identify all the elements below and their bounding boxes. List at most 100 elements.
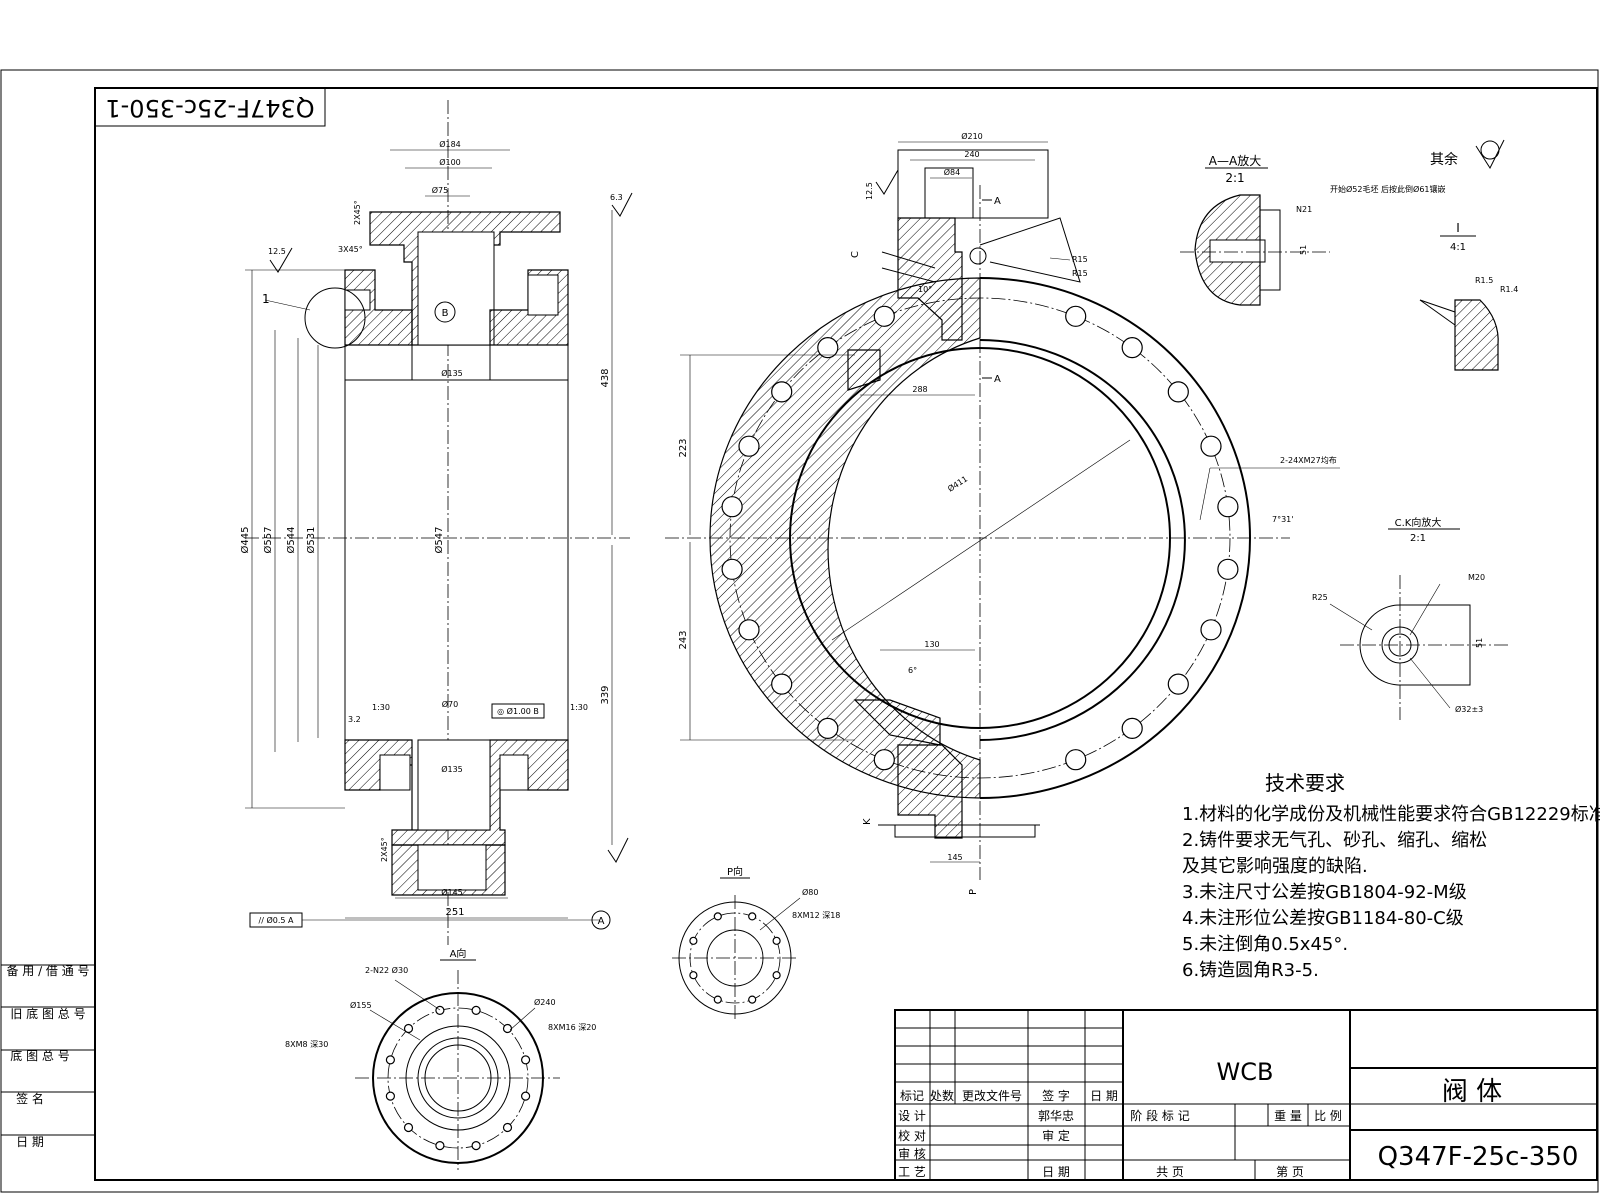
bolt-hole (1217, 496, 1239, 518)
tb-weight: 重 量 (1274, 1109, 1302, 1123)
bolt-hole (520, 1055, 531, 1065)
bolt-hole (385, 1091, 395, 1101)
bolt-hole (748, 995, 757, 1004)
tb-material: WCB (1217, 1058, 1274, 1086)
dim-240: 240 (964, 150, 979, 159)
dim-chamfer-3x45: 3X45° (338, 245, 363, 254)
bolt-hole (738, 435, 760, 457)
dim-130: 130 (924, 640, 939, 649)
view-marker-c: C (850, 251, 861, 258)
bolt-hole (721, 558, 743, 580)
detail-i-scale: 4:1 (1450, 242, 1466, 253)
strip-row-3: 底 图 总 号 (10, 1048, 69, 1063)
dim-r15b: R15 (1072, 269, 1088, 278)
roughness-value: 12.5 (865, 182, 874, 200)
bolt-hole (771, 673, 793, 695)
dim-d51: 51 (1299, 245, 1308, 255)
datum-a: A (598, 916, 605, 927)
gdt-coaxial: ◎ Ø1.00 B (497, 706, 539, 716)
dim-251: 251 (445, 907, 464, 918)
dim-angle6: 6° (908, 666, 917, 675)
bolt-hole (771, 381, 793, 403)
detail-aa-title: A—A放大 (1209, 153, 1261, 168)
tb-total-pages: 共 页 (1156, 1165, 1184, 1179)
bolt-hole (713, 912, 722, 921)
bolt-hole (713, 995, 722, 1004)
dim-r1-4: R1.4 (1500, 285, 1518, 294)
tb-drawing-number: Q347F-25c-350 (1378, 1142, 1579, 1172)
tb-scale: 比 例 (1314, 1109, 1342, 1123)
left-revision-strip: 备 用 ∕ 借 通 号 旧 底 图 总 号 底 图 总 号 签 名 日 期 (1, 964, 95, 1149)
bolt-hole (435, 1140, 445, 1151)
dim-r15a: R15 (1072, 255, 1088, 264)
dim-d32: Ø32±3 (1455, 704, 1483, 714)
roughness-value: 3.2 (348, 715, 361, 724)
strip-row-4: 签 名 (16, 1091, 44, 1106)
tech-req-3: 及其它影响强度的缺陷. (1182, 856, 1368, 877)
dim-d70: Ø70 (442, 699, 458, 709)
bolt-hole (520, 1091, 531, 1101)
bolt-hole (738, 619, 760, 641)
dim-288: 288 (912, 385, 927, 394)
bolt-hole (1200, 619, 1222, 641)
tech-req-2: 2.铸件要求无气孔、砂孔、缩孔、缩松 (1182, 830, 1487, 851)
dim-2-n22: 2-N22 Ø30 (365, 965, 408, 975)
dim-8xm16: 8XM16 深20 (548, 1023, 596, 1032)
tb-stage-mark: 阶 段 标 记 (1130, 1108, 1189, 1123)
dim-n21: N21 (1296, 205, 1312, 214)
bolt-hole (772, 936, 781, 945)
dim-slope-right: 1:30 (570, 703, 588, 712)
bolt-hole (1065, 305, 1087, 327)
tb-process: 工 艺 (898, 1165, 926, 1179)
tech-req-6: 5.未注倒角0.5x45°. (1182, 934, 1348, 955)
view-p: P向 Ø80 8XM12 深18 (672, 865, 840, 1020)
dim-d135-top: Ø135 (441, 368, 463, 378)
dim-d445: Ø445 (239, 527, 251, 554)
bolt-hole (873, 749, 895, 771)
tb-page: 第 页 (1276, 1165, 1304, 1179)
view-a-title: A向 (450, 947, 467, 960)
detail-ck-scale: 2:1 (1410, 533, 1426, 544)
dim-holes24: 2-24XM27均布 (1280, 455, 1337, 465)
roughness-value: 12.5 (268, 247, 286, 256)
bolt-hole (1217, 558, 1239, 580)
datum-b: B (442, 308, 449, 319)
bolt-hole (772, 971, 781, 980)
tech-req-5: 4.未注形位公差按GB1184-80-C级 (1182, 908, 1464, 929)
bolt-hole (435, 1005, 445, 1016)
detail-ck: C.K向放大 2:1 R25 M20 Ø32±3 51 (1312, 516, 1510, 720)
dim-m20: M20 (1468, 573, 1485, 582)
section-marker-a-mid: A (994, 374, 1001, 385)
section-marker-a-top: A (994, 196, 1001, 207)
bolt-hole (873, 305, 895, 327)
bolt-hole (689, 971, 698, 980)
bolt-hole (471, 1140, 481, 1151)
dim-d557: Ø557 (262, 527, 274, 554)
dim-d210: Ø210 (961, 131, 983, 141)
bolt-hole (1167, 673, 1189, 695)
bolt-hole (1200, 435, 1222, 457)
leader-label-1: 1 (262, 292, 270, 306)
dim-d80p: Ø80 (802, 887, 818, 897)
dim-d145: Ø145 (441, 887, 463, 897)
tb-header-sign: 签 字 (1042, 1088, 1070, 1103)
dim-8xm12: 8XM12 深18 (792, 911, 840, 920)
dim-d135-bot: Ø135 (441, 764, 463, 774)
roughness-other: 其余 (1430, 151, 1458, 168)
dim-145r: 145 (947, 853, 962, 862)
dim-slope-left: 1:30 (372, 703, 390, 712)
bolt-hole (1167, 381, 1189, 403)
bolt-hole (502, 1122, 513, 1133)
detail-ck-title: C.K向放大 (1395, 516, 1442, 529)
dim-chamfer-2x45-top: 2X45° (353, 200, 362, 225)
bolt-hole (471, 1005, 481, 1016)
tb-header-change-doc: 更改文件号 (962, 1088, 1022, 1103)
bolt-hole (817, 717, 839, 740)
detail-aa-scale: 2:1 (1225, 171, 1244, 185)
bolt-hole (817, 337, 839, 359)
tb-header-mark: 标记 (900, 1089, 924, 1103)
dim-angle10: 10° (918, 285, 932, 294)
p-view-bolt-holes (689, 912, 781, 1004)
bolt-hole (403, 1122, 414, 1133)
